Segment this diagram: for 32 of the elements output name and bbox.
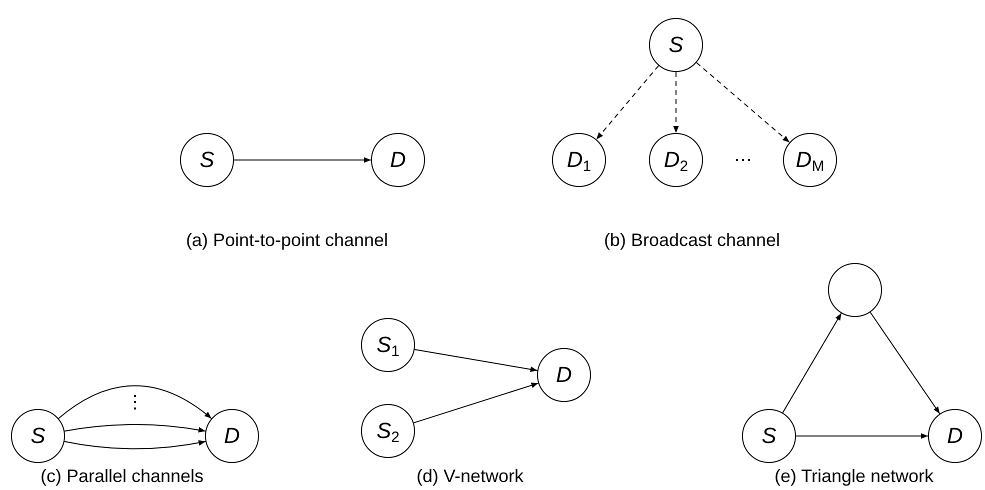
- caption: (d) V-network: [416, 465, 524, 488]
- node-label: D: [556, 364, 572, 386]
- arrow: [796, 433, 928, 439]
- dashed-arrow: [673, 72, 679, 134]
- node-label: S$_{2}$: [376, 420, 400, 442]
- arrow: [414, 349, 538, 372]
- caption: (e) Triangle network: [774, 465, 934, 488]
- node-label: D: [390, 149, 406, 171]
- arrow: [58, 385, 212, 419]
- node-label: D: [224, 425, 240, 447]
- dashed-arrow: [696, 62, 790, 143]
- node-label: S$_{1}$: [376, 334, 400, 356]
- caption: (b) Broadcast channel: [604, 229, 780, 252]
- node-label: S: [668, 34, 684, 56]
- node-label: D: [947, 425, 963, 447]
- arrow: [782, 312, 842, 414]
- node-label: S: [30, 425, 46, 447]
- arrow: [234, 157, 372, 163]
- arrow: [413, 382, 539, 424]
- node-label: D$_{2}$: [664, 149, 688, 171]
- ellipsis: ⋯: [734, 149, 752, 172]
- node-label: D$_{M}$: [796, 149, 824, 171]
- ellipsis: ⋮: [126, 391, 144, 414]
- arrow: [64, 424, 206, 433]
- node-label: S: [762, 425, 776, 447]
- node-label: D$_{1}$: [566, 149, 592, 171]
- arrow: [870, 312, 940, 414]
- caption: (a) Point-to-point channel: [186, 229, 388, 252]
- node-label: S: [200, 149, 214, 171]
- caption: (c) Parallel channels: [40, 465, 204, 488]
- dashed-arrow: [596, 65, 660, 140]
- arrow: [64, 440, 206, 450]
